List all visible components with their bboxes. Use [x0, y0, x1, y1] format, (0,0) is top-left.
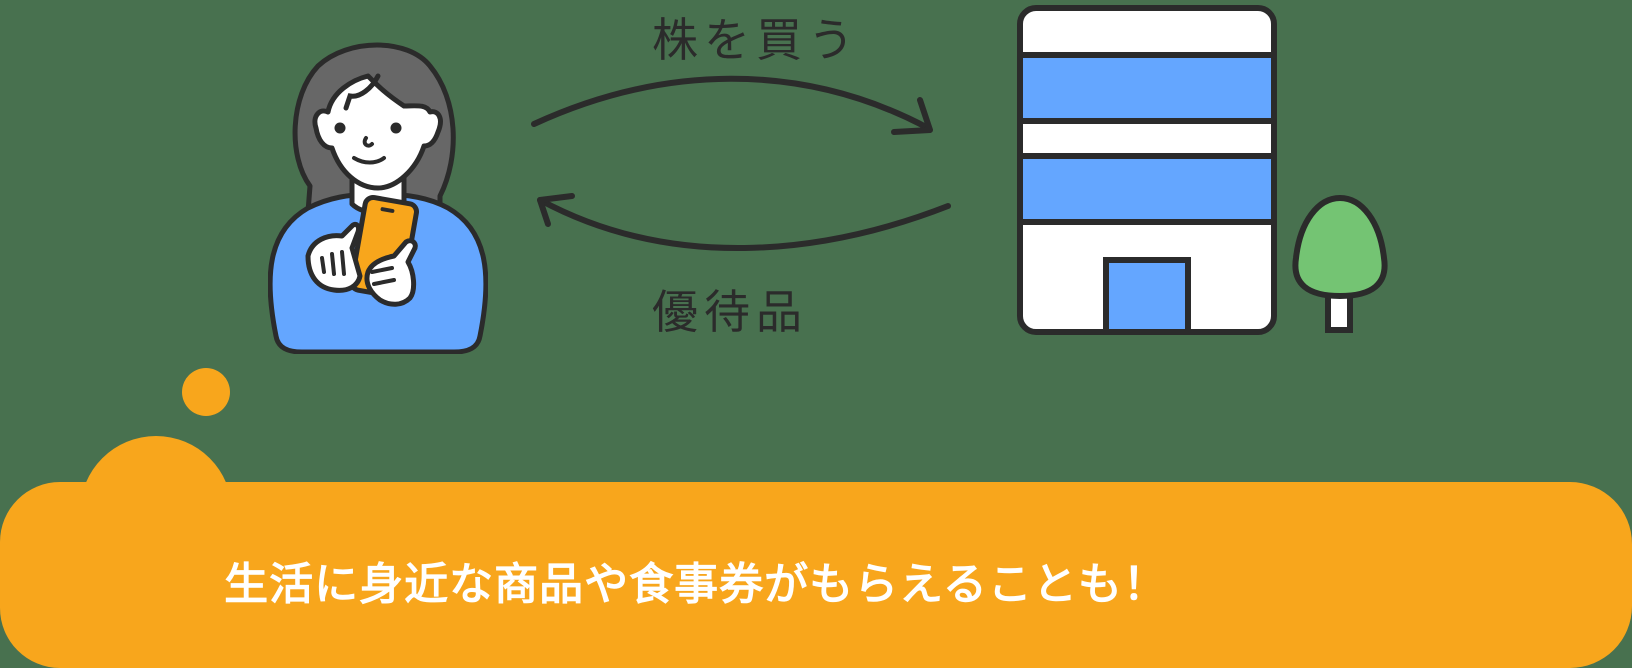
person-icon	[268, 42, 488, 354]
arrow-left-icon	[537, 197, 951, 252]
benefit-label: 優待品	[652, 285, 808, 339]
building-icon	[1017, 5, 1277, 335]
exchange-arrows	[500, 60, 960, 270]
tree-icon	[1292, 194, 1388, 333]
company-building	[1016, 4, 1278, 336]
tree-decoration	[1292, 194, 1388, 336]
bubble-small	[182, 368, 230, 416]
arrow-right-icon	[531, 75, 931, 131]
banner-message: 生活に身近な商品や食事券がもらえることも！	[224, 559, 1168, 610]
person-illustration	[268, 36, 488, 354]
buy-stock-label: 株を買う	[652, 13, 860, 67]
speech-cloud-banner	[0, 360, 1632, 668]
